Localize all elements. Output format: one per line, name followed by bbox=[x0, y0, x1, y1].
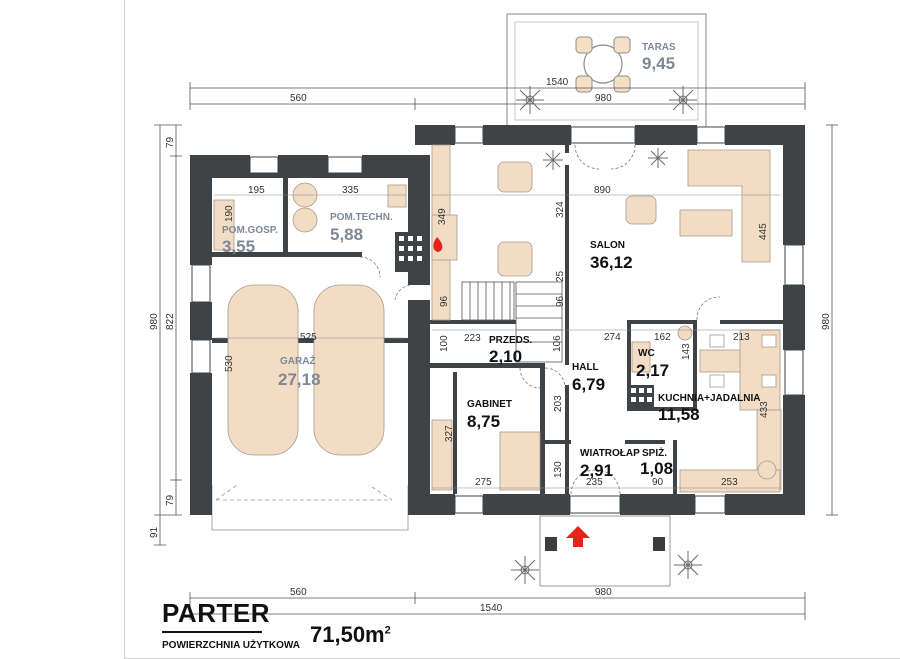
room-name-pom-techn: POM.TECHN. bbox=[330, 212, 393, 223]
room-area-kuchnia: 11,58 bbox=[658, 405, 700, 424]
plan-subtitle: POWIERZCHNIA UŻYTKOWA bbox=[162, 640, 300, 651]
room-area-garaz: 27,18 bbox=[278, 370, 321, 389]
door-swings bbox=[359, 144, 721, 495]
dim-left-980: 980 bbox=[149, 313, 160, 330]
dim-left-91: 91 bbox=[149, 526, 160, 538]
dim-bottom-980: 980 bbox=[595, 587, 612, 598]
room-name-kuchnia: KUCHNIA+JADALNIA bbox=[658, 393, 761, 404]
dim-335: 335 bbox=[342, 185, 359, 196]
room-name-gabinet: GABINET bbox=[467, 399, 512, 410]
dim-top-560: 560 bbox=[290, 93, 307, 104]
plant-icons bbox=[511, 86, 702, 584]
room-name-pom-gosp: POM.GOSP. bbox=[222, 225, 278, 236]
room-area-salon: 36,12 bbox=[590, 253, 633, 272]
plan-title: PARTER bbox=[162, 598, 270, 628]
dim-106: 106 bbox=[552, 335, 563, 352]
entrance-arrow-icon bbox=[566, 526, 590, 547]
room-area-hall: 6,79 bbox=[572, 375, 605, 394]
dim-433: 433 bbox=[759, 401, 770, 418]
furniture bbox=[213, 144, 782, 493]
dim-195: 195 bbox=[248, 185, 265, 196]
dim-25: 25 bbox=[555, 270, 566, 282]
room-name-garaz: GARAŻ bbox=[280, 354, 316, 367]
entrance-pillar-right bbox=[653, 537, 665, 551]
room-name-spiz: SPIŻ. bbox=[642, 446, 667, 459]
room-area-wc: 2,17 bbox=[636, 361, 669, 380]
dim-327: 327 bbox=[444, 425, 455, 442]
dim-275: 275 bbox=[475, 477, 492, 488]
dim-235: 235 bbox=[586, 477, 603, 488]
room-name-taras: TARAS bbox=[642, 42, 676, 53]
dim-top-1540: 1540 bbox=[546, 77, 569, 88]
total-area-exponent: 2 bbox=[384, 624, 391, 637]
room-area-pom-gosp: 3,55 bbox=[222, 237, 255, 256]
interior-dimension-lines bbox=[214, 194, 780, 489]
dim-349: 349 bbox=[437, 208, 448, 225]
dim-530: 530 bbox=[224, 355, 235, 372]
fireplace-grid bbox=[399, 236, 422, 261]
dim-90: 90 bbox=[652, 477, 664, 488]
dim-96a: 96 bbox=[439, 295, 450, 307]
dim-left-79-top: 79 bbox=[165, 136, 176, 148]
room-name-przeds: PRZEDS. bbox=[489, 335, 533, 346]
room-area-pom-techn: 5,88 bbox=[330, 225, 363, 244]
room-area-przeds: 2,10 bbox=[489, 347, 522, 366]
entrance-pillar-left bbox=[545, 537, 557, 551]
room-area-taras: 9,45 bbox=[642, 54, 675, 73]
room-area-spiz: 1,08 bbox=[640, 459, 673, 478]
total-area-value: 71,50m bbox=[310, 622, 385, 647]
stairs bbox=[461, 281, 563, 363]
dim-top-980: 980 bbox=[595, 93, 612, 104]
side-dimension-lines bbox=[154, 124, 838, 546]
plan-title-underline bbox=[162, 631, 262, 633]
top-dimension-lines bbox=[189, 82, 806, 110]
dim-253: 253 bbox=[721, 477, 738, 488]
dim-890: 890 bbox=[594, 185, 611, 196]
wc-radiator-grid bbox=[631, 388, 652, 402]
total-area: 71,50m2 bbox=[310, 622, 391, 648]
room-area-wiatrolap: 2,91 bbox=[580, 461, 613, 480]
dim-274: 274 bbox=[604, 332, 621, 343]
room-name-salon: SALON bbox=[590, 240, 625, 251]
room-name-wiatrolap: WIATROŁAP bbox=[580, 448, 640, 459]
dining-chairs bbox=[709, 334, 777, 388]
dim-143: 143 bbox=[681, 343, 692, 360]
dim-445: 445 bbox=[758, 223, 769, 240]
room-name-wc: WC bbox=[638, 348, 655, 359]
dim-525: 525 bbox=[300, 332, 317, 343]
dim-100: 100 bbox=[439, 335, 450, 352]
dim-right-980: 980 bbox=[821, 313, 832, 330]
room-name-hall: HALL bbox=[572, 362, 599, 373]
dim-130: 130 bbox=[553, 461, 564, 478]
entrance-steps bbox=[539, 515, 671, 587]
dim-213: 213 bbox=[733, 332, 750, 343]
walls bbox=[190, 125, 805, 515]
dim-324: 324 bbox=[555, 201, 566, 218]
dim-left-822: 822 bbox=[165, 313, 176, 330]
dim-96b: 96 bbox=[555, 295, 566, 307]
dim-190: 190 bbox=[224, 205, 235, 222]
dim-203: 203 bbox=[553, 395, 564, 412]
bottom-dimension-lines bbox=[189, 592, 806, 620]
dim-bottom-1540: 1540 bbox=[480, 603, 503, 614]
fire-flame-icon bbox=[433, 237, 443, 252]
dim-bottom-560: 560 bbox=[290, 587, 307, 598]
dim-162: 162 bbox=[654, 332, 671, 343]
room-area-gabinet: 8,75 bbox=[467, 412, 500, 431]
terrace-inner-outline bbox=[514, 21, 699, 121]
windows bbox=[191, 126, 804, 514]
dim-223: 223 bbox=[464, 333, 481, 344]
dim-left-79-bottom: 79 bbox=[165, 494, 176, 506]
